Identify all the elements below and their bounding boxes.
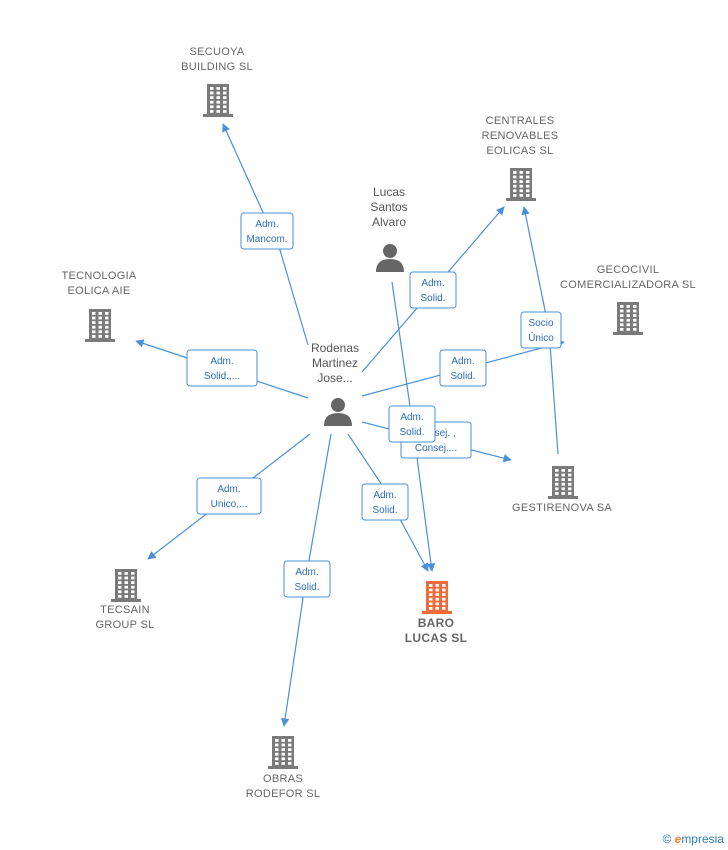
node-label-line: BUILDING SL <box>181 61 253 73</box>
edge-label-text: Adm. <box>210 356 233 367</box>
edge-label-obras[interactable]: Adm. Solid. <box>283 560 331 598</box>
company-name-secuoya: SECUOYA BUILDING SL <box>181 46 253 73</box>
node-label-line: CENTRALES <box>486 115 555 127</box>
edge-label-text: Solid. <box>294 582 319 593</box>
edge-label-text: Adm. <box>421 278 444 289</box>
building-icon <box>111 569 141 602</box>
person-node-rodenas[interactable]: RodenasMartinezJose... <box>311 341 359 426</box>
edge-label-text: Consej.... <box>415 443 457 454</box>
building-icon <box>268 736 298 769</box>
node-label-line: GESTIRENOVA SA <box>512 502 612 514</box>
edge-label-text: Mancom. <box>246 234 287 245</box>
company-name-centrales: CENTRALES RENOVABLES EOLICAS SL <box>482 115 559 157</box>
edge-line-rodenas-to-secuoya <box>222 123 309 346</box>
person-icon <box>324 398 352 426</box>
node-label-line: Rodenas <box>311 341 359 355</box>
edge-label-text: Adm. <box>217 484 240 495</box>
edge-label-box <box>186 349 258 387</box>
edge-label-text: Socio <box>528 318 553 329</box>
node-label-line: Jose... <box>317 371 352 385</box>
edge-label-text: Solid.,... <box>204 371 240 382</box>
edge-label-box <box>439 349 487 387</box>
company-node-tecnologia[interactable]: TECNOLOGIA EOLICA AIE <box>61 270 137 342</box>
node-label-line: RODEFOR SL <box>246 788 321 800</box>
brand-name: mpresia <box>681 832 724 846</box>
edge-label-baro-l[interactable]: Adm. Solid. <box>388 405 436 443</box>
edge-label-text: Consej. , <box>416 428 455 439</box>
copyright-symbol: © <box>662 832 672 846</box>
node-label-line: TECSAIN <box>100 604 150 616</box>
edge-label-gecocivil[interactable]: Adm. Solid. <box>439 349 487 387</box>
edge-label-text: Unico,... <box>211 499 248 510</box>
building-icon <box>506 168 536 201</box>
company-name-gestirenova: GESTIRENOVA SA <box>512 502 612 514</box>
edge-label-text: Solid. <box>372 505 397 516</box>
edge-label-tecsain[interactable]: Adm. Unico,... <box>196 477 262 515</box>
edge-label-text: Adm. <box>255 219 278 230</box>
building-icon <box>203 84 233 117</box>
edge-label-centrales[interactable]: Adm. Solid. <box>409 271 457 309</box>
edge-label-text: Solid. <box>420 293 445 304</box>
company-name-tecnologia: TECNOLOGIA EOLICA AIE <box>61 270 136 297</box>
node-label-line: Martinez <box>312 356 358 370</box>
brand-initial: e <box>674 832 682 846</box>
node-label-line: GROUP SL <box>95 619 154 631</box>
building-icon <box>85 309 115 342</box>
edge-label-tecnologia[interactable]: Adm. Solid.,... <box>186 349 258 387</box>
edge-label-box <box>283 560 331 598</box>
company-name-obras: OBRAS RODEFOR SL <box>246 773 321 800</box>
empresia-watermark: © empresia <box>662 832 724 846</box>
edge-label-box <box>520 311 562 349</box>
node-label-line: EOLICA AIE <box>68 285 131 297</box>
node-label-line: GECOCIVIL <box>597 264 660 276</box>
edge-label-box <box>240 212 294 250</box>
company-node-gecocivil[interactable]: GECOCIVIL COMERCIALIZADORA SL <box>560 264 696 335</box>
edge-label-box <box>196 477 262 515</box>
node-label-line: OBRAS <box>263 773 303 785</box>
edge-label-text: Adm. <box>400 412 423 423</box>
edge-line-rodenas-to-baro <box>347 433 429 572</box>
node-label-line: BARO <box>418 616 455 630</box>
edge-label-text: Adm. <box>373 490 396 501</box>
edge-label-box <box>388 405 436 443</box>
edge-label-baro-r[interactable]: Adm. Solid. <box>361 483 409 521</box>
person-name-rodenas: RodenasMartinezJose... <box>311 341 359 385</box>
node-label-line: LUCAS SL <box>405 631 467 645</box>
node-label-line: Alvaro <box>372 215 406 229</box>
node-label-line: Lucas <box>373 185 405 199</box>
edge-label-box <box>361 483 409 521</box>
node-label-line: EOLICAS SL <box>486 145 553 157</box>
node-label-line: COMERCIALIZADORA SL <box>560 279 696 291</box>
company-name-tecsain: TECSAIN GROUP SL <box>95 604 154 631</box>
edge-label-text: Solid. <box>450 371 475 382</box>
company-node-gestirenova[interactable]: GESTIRENOVA SA <box>512 466 612 514</box>
company-node-secuoya[interactable]: SECUOYA BUILDING SL <box>181 46 253 117</box>
node-label-line: Santos <box>370 200 407 214</box>
edge-label-text: Adm. <box>451 356 474 367</box>
building-icon <box>422 581 452 614</box>
person-icon <box>376 244 404 272</box>
edge-label-text: Único <box>528 331 554 344</box>
company-name-gecocivil: GECOCIVIL COMERCIALIZADORA SL <box>560 264 696 291</box>
node-label-line: TECNOLOGIA <box>61 270 136 282</box>
node-label-line: RENOVABLES <box>482 130 559 142</box>
node-label-line: SECUOYA <box>189 46 244 58</box>
building-icon <box>548 466 578 499</box>
edge-label-box <box>409 271 457 309</box>
company-node-tecsain[interactable]: TECSAIN GROUP SL <box>95 569 154 631</box>
edge-label-text: Solid. <box>399 427 424 438</box>
edge-label-secuoya[interactable]: Adm. Mancom. <box>240 212 294 250</box>
building-icon <box>613 302 643 335</box>
edge-label-text: Adm. <box>295 567 318 578</box>
company-node-centrales[interactable]: CENTRALES RENOVABLES EOLICAS SL <box>482 115 559 201</box>
company-node-obras[interactable]: OBRAS RODEFOR SL <box>246 736 321 800</box>
